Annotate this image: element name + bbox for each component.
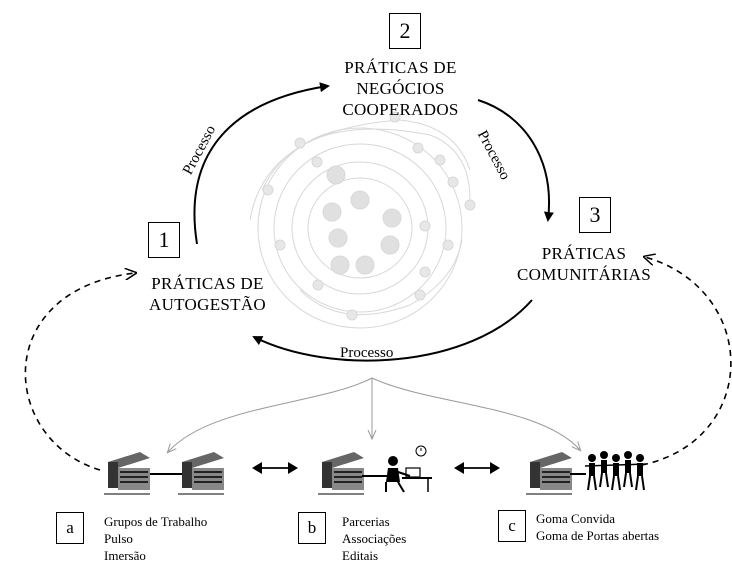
stage-3-number: 3 [579, 197, 611, 233]
double-arrow-a-b [252, 462, 298, 474]
dashed-arrow-c-to-3 [642, 257, 732, 466]
stage-1-number: 1 [148, 222, 180, 258]
machine-icon-b [318, 452, 364, 495]
dashed-arrow-a-to-1 [24, 273, 135, 471]
group-c-item: Goma Convida [536, 511, 616, 526]
group-b-item: Parcerias [342, 514, 390, 529]
stage-2-number: 2 [389, 13, 421, 49]
stage-1-title: PRÁTICAS DE AUTOGESTÃO [149, 274, 266, 314]
group-b-item: Associações [342, 531, 407, 546]
machine-icon-c [526, 452, 572, 495]
person-at-desk-icon [385, 445, 432, 493]
stage-2-title: PRÁTICAS DE NEGÓCIOS COOPERADOS [342, 58, 459, 119]
group-a-item: Imersão [104, 548, 146, 563]
stage-3-title: PRÁTICAS COMUNITÁRIAS [517, 244, 651, 284]
arrow-3-to-1 [252, 299, 533, 362]
group-c-item: Goma de Portas abertas [536, 528, 660, 543]
group-a-item: Pulso [104, 531, 133, 546]
group-c-letter: c [498, 510, 526, 542]
group-a-letter: a [56, 512, 84, 544]
fan-arrow-c [371, 377, 580, 450]
fan-arrow-a [168, 377, 373, 452]
process-label-3: Processo [340, 345, 394, 361]
group-a-items: Grupos de Trabalho Pulso Imersão [104, 513, 207, 564]
group-b-letter: b [298, 512, 326, 544]
group-b-item: Editais [342, 548, 379, 563]
machine-icon-a1 [104, 452, 150, 495]
arrow-2-to-3 [477, 99, 554, 222]
machine-icon-a2 [178, 452, 224, 495]
central-faded-graphic [249, 111, 476, 329]
people-holding-hands-icon [584, 451, 647, 491]
double-arrow-b-c [454, 462, 500, 474]
arrow-1-to-2 [193, 82, 330, 245]
group-a-item: Grupos de Trabalho [104, 514, 208, 529]
group-b-items: Parcerias Associações Editais [342, 513, 406, 564]
group-c-items: Goma Convida Goma de Portas abertas [536, 510, 659, 544]
